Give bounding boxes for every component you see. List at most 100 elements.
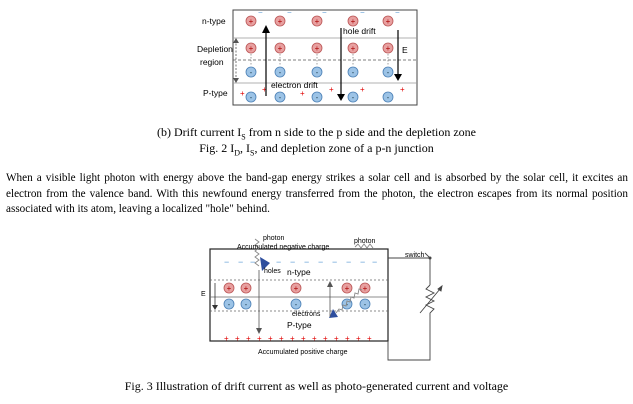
depletion-negative-ions: - - - - -	[245, 66, 394, 78]
absorption-marker-p	[329, 309, 338, 318]
svg-text:-: -	[250, 93, 253, 102]
figure-2: + + + + + − − − − − + + + + + - - - - -	[0, 0, 633, 160]
svg-text:+: +	[278, 44, 283, 53]
svg-text:−: −	[360, 257, 365, 267]
photon-wave-lower	[335, 288, 363, 314]
svg-text:−: −	[322, 8, 327, 17]
svg-text:−: −	[224, 257, 229, 267]
hole-drift-arrow	[337, 28, 345, 101]
field-arrow	[394, 30, 402, 81]
figure-3: −−− −−− −−− −− + + + + + - - - - -	[0, 225, 633, 404]
accumulated-positive-label: Accumulated positive charge	[258, 349, 348, 356]
photon-wave-left	[254, 238, 260, 267]
svg-text:+: +	[257, 334, 262, 343]
svg-text:+: +	[279, 334, 284, 343]
svg-text:+: +	[323, 334, 328, 343]
photon-wave-right	[354, 243, 374, 249]
hole-drift-label: hole drift	[343, 26, 376, 36]
cell-box	[209, 248, 389, 342]
svg-text:+: +	[224, 334, 229, 343]
svg-text:−: −	[318, 257, 323, 267]
svg-text:-: -	[295, 300, 298, 309]
svg-text:-: -	[352, 68, 355, 77]
absorption-marker-n	[260, 257, 270, 271]
svg-text:−: −	[395, 8, 400, 17]
svg-text:+: +	[300, 89, 305, 98]
svg-text:+: +	[363, 284, 368, 293]
photon-left-label: photon	[263, 235, 285, 242]
fig3-field-arrow	[212, 283, 218, 310]
n-side-ions: + + + + +	[223, 282, 371, 294]
svg-text:+: +	[360, 85, 365, 94]
fig2-field-label: E	[402, 45, 408, 55]
svg-text:+: +	[345, 284, 350, 293]
svg-text:+: +	[329, 85, 334, 94]
svg-text:−: −	[332, 257, 337, 267]
svg-text:−: −	[276, 257, 281, 267]
svg-text:+: +	[227, 284, 232, 293]
svg-text:−: −	[290, 257, 295, 267]
fig2-depletion-label: Depletion	[197, 44, 233, 54]
svg-text:+: +	[386, 17, 391, 26]
svg-text:+: +	[356, 334, 361, 343]
holes-label: holes	[264, 268, 281, 275]
svg-text:+: +	[235, 334, 240, 343]
depletion-width-arrow	[233, 38, 239, 83]
svg-text:−: −	[346, 257, 351, 267]
svg-text:+: +	[334, 334, 339, 343]
svg-text:+: +	[400, 85, 405, 94]
p-type-ions: - - - - - + + + + + +	[240, 85, 405, 103]
paragraph-text: When a visible light photon with energy …	[6, 172, 628, 215]
svg-text:+: +	[301, 334, 306, 343]
fig3-p-type-label: P-type	[287, 320, 312, 330]
svg-text:-: -	[279, 68, 282, 77]
svg-text:−: −	[304, 257, 309, 267]
svg-text:−: −	[250, 257, 255, 267]
svg-text:−: −	[238, 257, 243, 267]
positive-charge-row: +++ +++ +++ +++ ++	[224, 334, 372, 343]
drift-arrow-up	[327, 281, 333, 317]
svg-text:+: +	[367, 334, 372, 343]
svg-text:+: +	[268, 334, 273, 343]
svg-text:+: +	[249, 44, 254, 53]
p-side-ions: - - - - -	[223, 298, 371, 310]
n-type-ions: + + + + + − − − − −	[245, 8, 400, 27]
svg-text:-: -	[387, 93, 390, 102]
fig3-field-label: E	[201, 291, 206, 298]
pn-junction-diagram: + + + + + − − − − − + + + + + - - - - -	[232, 8, 418, 106]
svg-text:+: +	[345, 334, 350, 343]
svg-text:+: +	[351, 44, 356, 53]
svg-text:-: -	[279, 93, 282, 102]
svg-text:+: +	[246, 334, 251, 343]
svg-text:+: +	[262, 85, 267, 94]
svg-text:-: -	[316, 93, 319, 102]
negative-charge-row: −−− −−− −−− −−	[224, 257, 377, 267]
svg-text:+: +	[278, 17, 283, 26]
electron-drift-arrow	[262, 25, 270, 96]
depletion-positive-ions: + + + + +	[245, 42, 394, 54]
svg-text:-: -	[346, 300, 349, 309]
fig2-n-type-label: n-type	[202, 16, 226, 26]
photon-right-label: photon	[354, 238, 376, 245]
body-paragraph: When a visible light photon with energy …	[6, 171, 628, 218]
svg-text:+: +	[351, 17, 356, 26]
svg-text:−: −	[360, 8, 365, 17]
svg-text:+: +	[294, 284, 299, 293]
fig2-region-label: region	[200, 57, 224, 67]
fig2-subcaption: (b) Drift current IS from n side to the …	[156, 125, 477, 142]
solar-cell-diagram: −−− −−− −−− −− + + + + + - - - - -	[209, 238, 443, 361]
electron-drift-label: electron drift	[271, 80, 318, 90]
svg-text:-: -	[352, 93, 355, 102]
svg-text:-: -	[245, 300, 248, 309]
svg-text:+: +	[315, 17, 320, 26]
svg-text:-: -	[316, 68, 319, 77]
variable-resistor	[419, 284, 443, 317]
switch-label: switch	[405, 252, 425, 259]
svg-text:-: -	[387, 68, 390, 77]
svg-text:-: -	[250, 68, 253, 77]
drift-arrow-down	[256, 270, 262, 334]
svg-text:+: +	[312, 334, 317, 343]
svg-text:-: -	[364, 300, 367, 309]
fig2-caption: Fig. 2 ID, IS, and depletion zone of a p…	[199, 141, 434, 158]
accumulated-negative-label: Accumulated negative charge	[237, 244, 330, 251]
